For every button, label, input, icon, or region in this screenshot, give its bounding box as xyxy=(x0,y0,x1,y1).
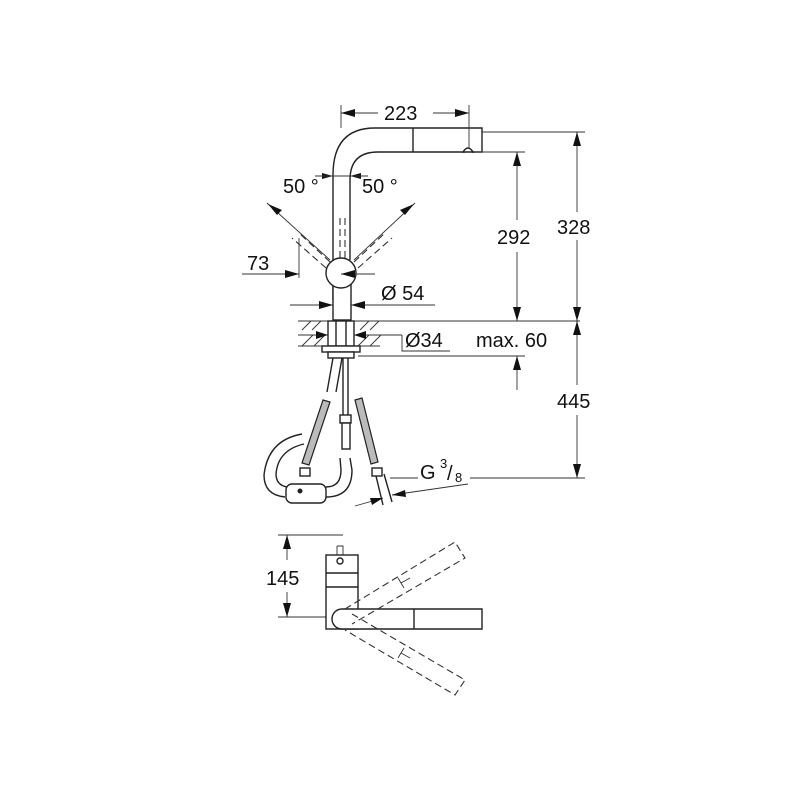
hidden-rod xyxy=(339,218,346,258)
hose-length-label: 445 xyxy=(557,391,590,413)
arrowhead xyxy=(455,109,469,117)
thread-label: G xyxy=(420,462,436,484)
top-view: 145 xyxy=(266,534,483,696)
hose-fitting-left xyxy=(299,467,311,477)
lever-hub xyxy=(325,257,357,289)
lever-tip xyxy=(336,545,344,555)
swing-mark xyxy=(397,647,411,659)
swivel-left-label: 50 ° xyxy=(283,176,319,198)
arrowhead xyxy=(392,490,406,497)
total-height-label: 328 xyxy=(557,217,590,239)
arrowhead xyxy=(283,535,291,549)
spout-outer xyxy=(332,127,483,300)
arrowhead xyxy=(400,204,414,215)
spout-height-label: 292 xyxy=(497,227,530,249)
lever-right-position xyxy=(353,231,393,269)
mounting-shank xyxy=(327,320,355,347)
arrowhead xyxy=(513,307,521,321)
spout-reach-label: 223 xyxy=(384,103,417,125)
spray-hose-return xyxy=(325,457,353,498)
hose-weight xyxy=(285,483,327,504)
arrowhead xyxy=(354,331,366,339)
max-deck-label: max. 60 xyxy=(476,330,547,352)
hose-fitting-right xyxy=(371,467,383,477)
lever-offset-label: 73 xyxy=(247,253,269,275)
mounting-nut xyxy=(321,345,361,353)
arrowhead xyxy=(283,603,291,617)
pipe-nut xyxy=(339,414,352,424)
arrowhead xyxy=(573,321,581,335)
top-spout xyxy=(331,608,483,630)
arrowhead xyxy=(285,270,299,278)
arrowhead xyxy=(351,301,365,309)
arrowhead xyxy=(370,498,383,505)
supply-hose-left xyxy=(301,399,331,466)
top-view-depth-label: 145 xyxy=(266,568,299,590)
deck-hatching xyxy=(301,320,382,347)
spout-swing-down xyxy=(344,613,466,696)
thread-denominator: 8 xyxy=(455,470,462,485)
arrowhead xyxy=(573,464,581,478)
spout-swing-up xyxy=(344,541,466,625)
arrowhead xyxy=(573,307,581,321)
arrowhead xyxy=(319,301,333,309)
mounting-washer xyxy=(327,351,355,359)
spray-hose-loop-outer xyxy=(263,433,303,498)
aerator xyxy=(461,147,475,153)
arrowhead xyxy=(316,331,328,339)
arrowhead xyxy=(573,132,581,146)
arrowhead xyxy=(341,270,355,278)
body-diameter-label: Ø 54 xyxy=(381,283,424,305)
swing-mark xyxy=(397,577,411,589)
thread-numerator: 3 xyxy=(440,456,447,471)
lever-top xyxy=(336,557,344,565)
swivel-right-label: 50 ° xyxy=(362,176,398,198)
arrowhead xyxy=(513,356,521,370)
thread-slash: / xyxy=(447,463,453,485)
supply-tail-right xyxy=(375,473,393,506)
arrowhead xyxy=(341,109,355,117)
weight-screw xyxy=(297,488,303,494)
spout-inner xyxy=(349,151,465,260)
pipe-sleeve xyxy=(341,422,351,450)
lever-left-position xyxy=(291,231,331,269)
leader-line xyxy=(401,335,450,352)
hole-diameter-label: Ø34 xyxy=(405,330,443,352)
spray-hose-loop-inner xyxy=(275,443,305,488)
arrowhead xyxy=(513,152,521,166)
supply-hose-right xyxy=(354,397,379,465)
side-view: 50 ° 50 ° 223 73 Ø 54 xyxy=(242,103,590,507)
arrowhead xyxy=(268,204,282,215)
spray-hose-top xyxy=(326,357,343,393)
